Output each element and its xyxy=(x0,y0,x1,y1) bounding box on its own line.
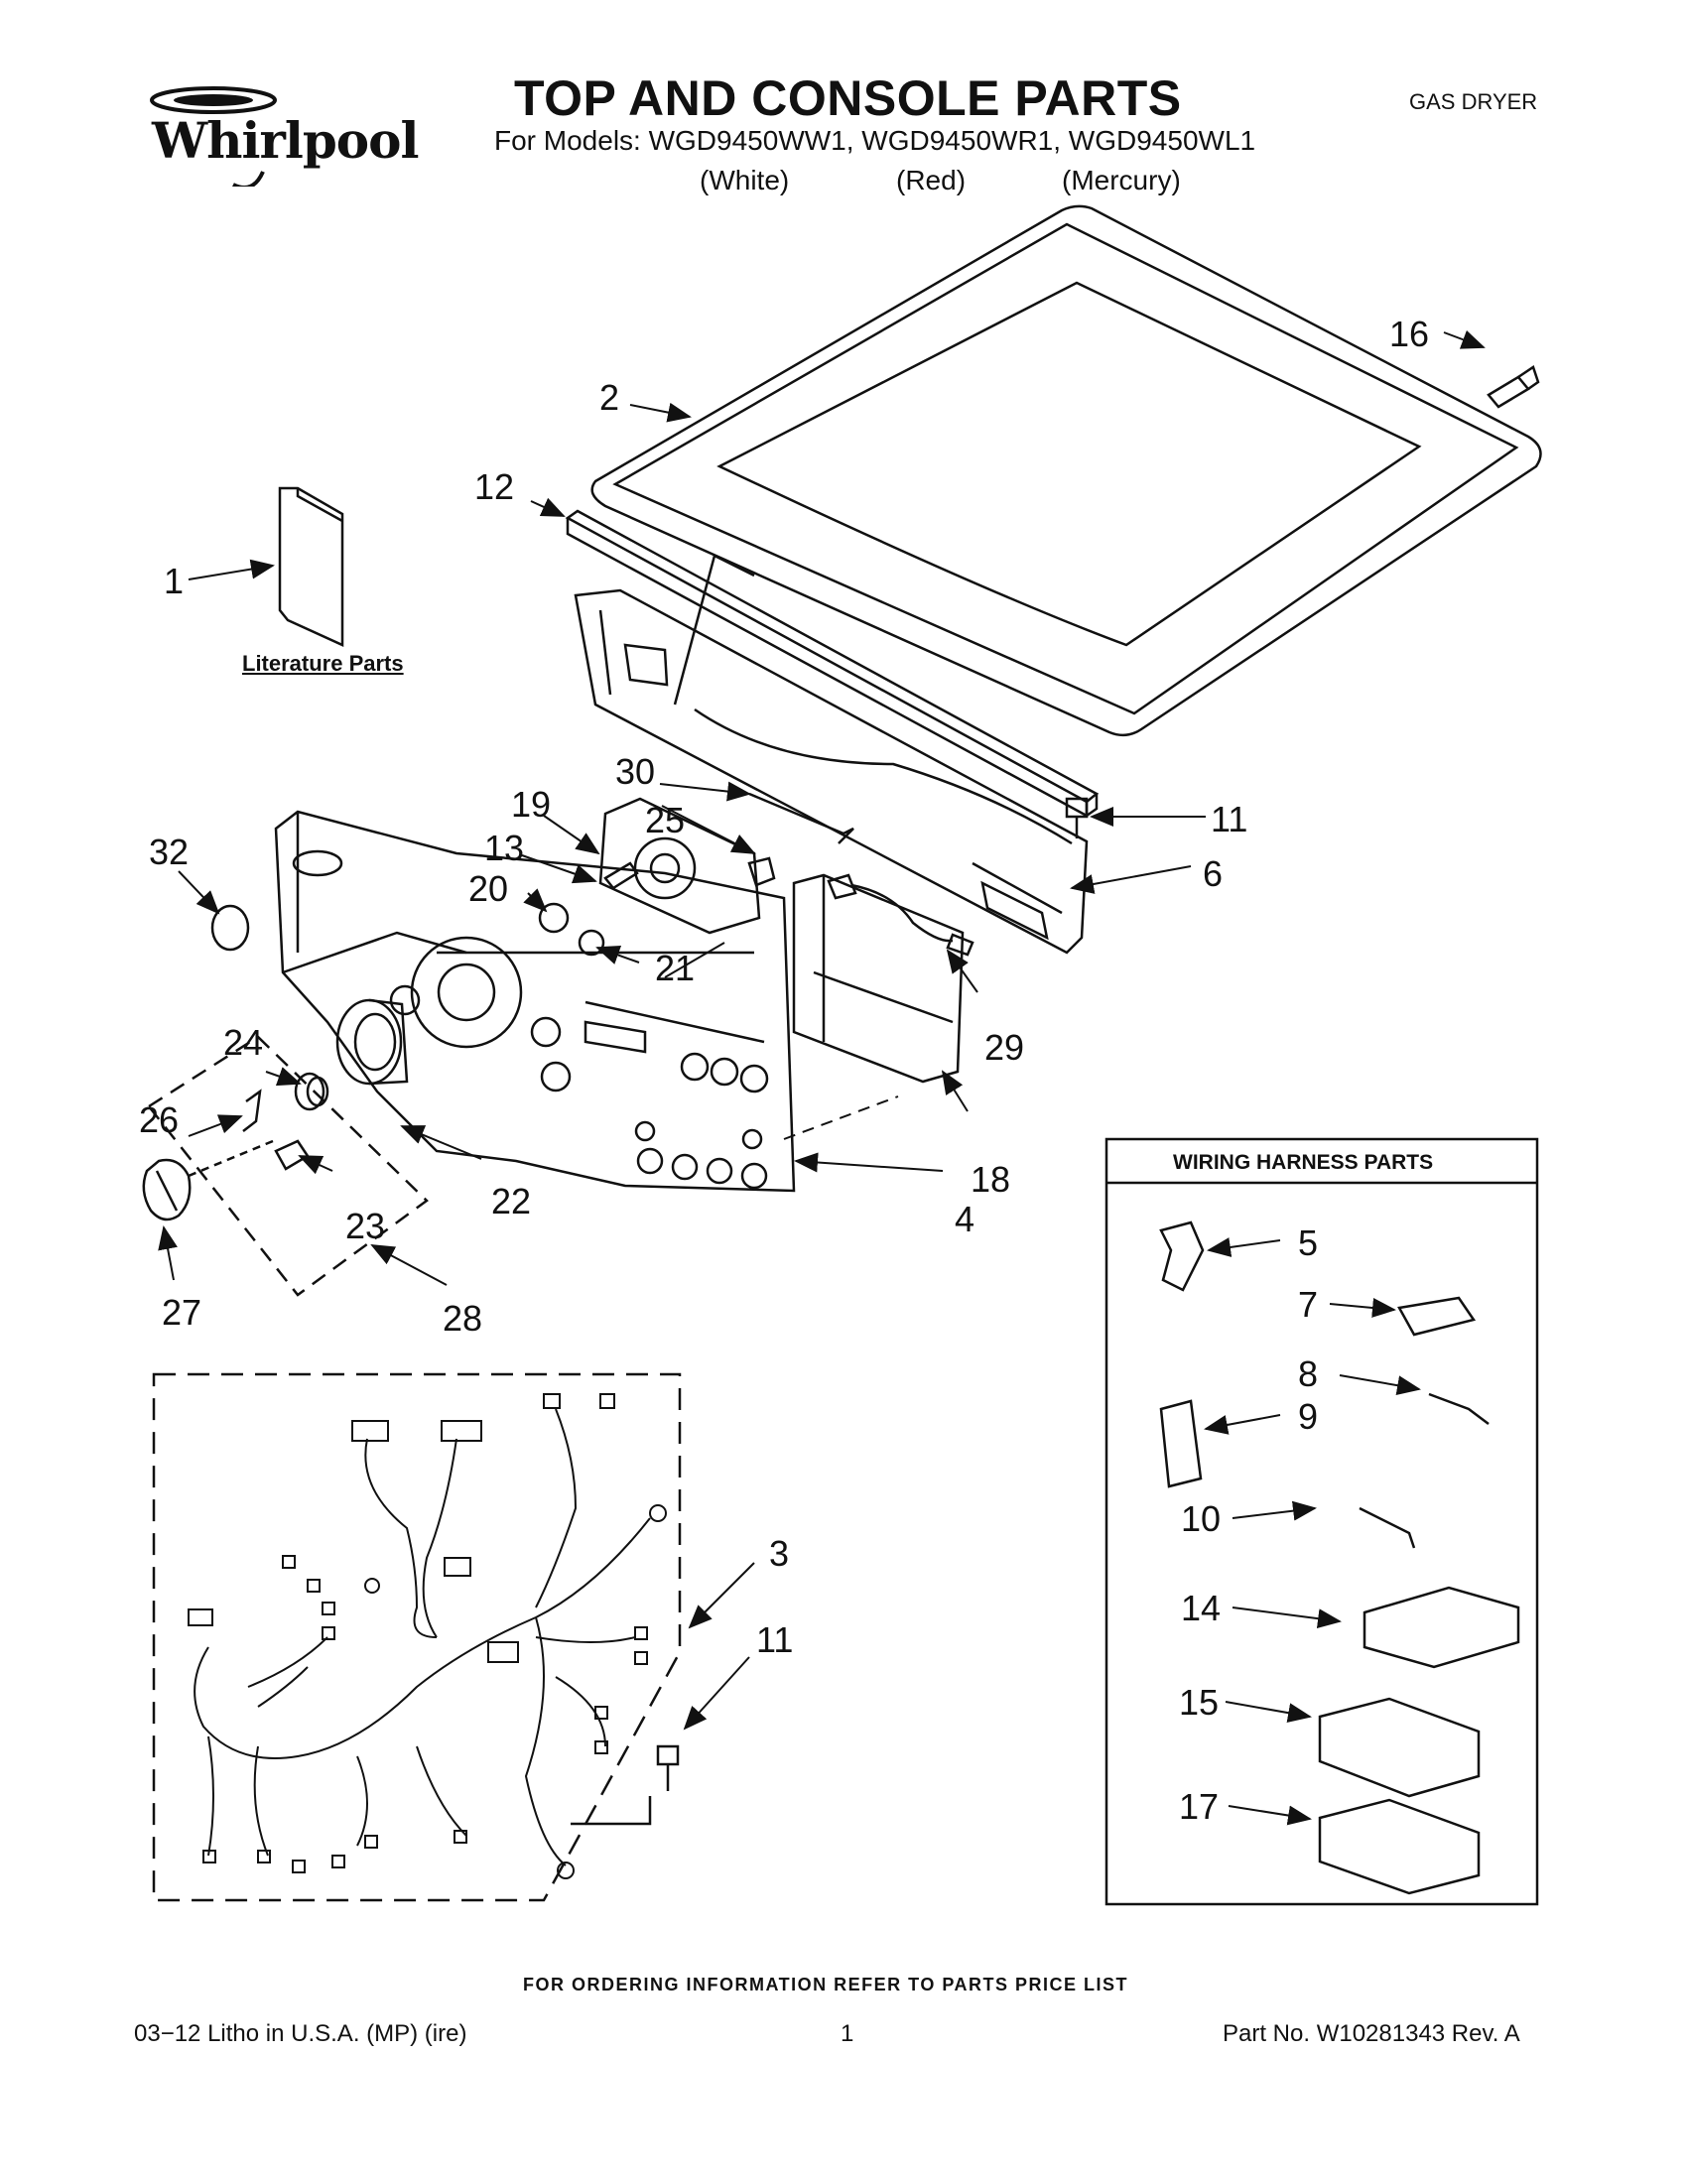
callout-23: 23 xyxy=(345,1206,386,1246)
ordering-note: FOR ORDERING INFORMATION REFER TO PARTS … xyxy=(523,1975,1129,1994)
callout-4: 4 xyxy=(955,1199,975,1239)
callout-11-lower: 11 xyxy=(756,1619,794,1660)
cable-part-30 xyxy=(748,792,854,844)
connector-part-9 xyxy=(1159,1399,1203,1488)
clip-part-5 xyxy=(1159,1220,1205,1292)
callout-13: 13 xyxy=(484,828,525,868)
callout-12: 12 xyxy=(474,466,515,507)
callout-2: 2 xyxy=(599,377,620,418)
console-part-4 xyxy=(274,810,796,1193)
lens-part-32 xyxy=(210,904,250,952)
callout-1: 1 xyxy=(164,561,185,601)
literature-part xyxy=(278,486,344,647)
screw-part-11-upper xyxy=(1065,797,1089,838)
knob-kit-outline-28 xyxy=(147,1035,429,1297)
callout-28: 28 xyxy=(443,1298,483,1339)
callout-22: 22 xyxy=(491,1181,532,1221)
callout-25: 25 xyxy=(645,800,686,840)
connector-part-15 xyxy=(1318,1697,1481,1798)
leader-21-line xyxy=(664,942,725,978)
callout-7: 7 xyxy=(1298,1284,1319,1325)
connector-part-14 xyxy=(1363,1586,1520,1669)
callout-11-upper: 11 xyxy=(1211,799,1248,839)
callout-26: 26 xyxy=(139,1099,180,1140)
callout-8: 8 xyxy=(1298,1353,1319,1394)
harness-outline-3 xyxy=(152,1372,682,1902)
page-number: 1 xyxy=(841,2020,854,2047)
literature-parts-label: Literature Parts xyxy=(242,651,404,676)
ui-board-part-18 xyxy=(792,873,965,1084)
switch-part-25 xyxy=(747,856,776,887)
part-20 xyxy=(538,902,570,934)
callout-15: 15 xyxy=(1179,1682,1220,1723)
callout-17: 17 xyxy=(1179,1786,1220,1827)
color-white: (White) xyxy=(700,165,790,195)
knob-bezel-part-22 xyxy=(335,998,409,1086)
knob-part-27 xyxy=(142,1139,274,1221)
top-panel-part xyxy=(590,204,1542,737)
main-harness-part-3 xyxy=(188,1393,667,1879)
part-13 xyxy=(603,861,639,890)
callout-29: 29 xyxy=(984,1027,1025,1068)
callout-30: 30 xyxy=(615,751,656,792)
color-mercury: (Mercury) xyxy=(1062,165,1181,195)
brand-name: Whirlpool xyxy=(152,111,419,170)
callout-27: 27 xyxy=(162,1292,202,1333)
part-number: Part No. W10281343 Rev. A xyxy=(1223,2020,1520,2047)
brand-logo: Whirlpool xyxy=(134,77,419,187)
logo-swoosh-icon xyxy=(150,86,277,187)
leader-arrows xyxy=(158,329,1486,1826)
part-24 xyxy=(294,1072,329,1111)
dashed-leader-18 xyxy=(783,1095,899,1140)
dryer-type: GAS DRYER xyxy=(1409,89,1538,114)
callout-18: 18 xyxy=(971,1159,1011,1200)
callout-32: 32 xyxy=(149,832,190,872)
connector-part-17 xyxy=(1318,1798,1481,1895)
callout-9: 9 xyxy=(1298,1396,1319,1437)
callout-10: 10 xyxy=(1181,1498,1222,1539)
callout-19: 19 xyxy=(511,784,552,825)
terminal-part-8 xyxy=(1428,1392,1490,1425)
page-title: TOP AND CONSOLE PARTS xyxy=(514,70,1182,126)
callout-24: 24 xyxy=(223,1022,264,1063)
screw-part-16 xyxy=(1487,365,1540,409)
part-21 xyxy=(578,929,605,957)
callout-14: 14 xyxy=(1181,1588,1222,1628)
connector-part-7 xyxy=(1397,1296,1477,1337)
spring-part-26 xyxy=(242,1089,262,1132)
screw-part-11-lower xyxy=(571,1744,680,1826)
color-red: (Red) xyxy=(896,165,967,195)
harness-box-title: WIRING HARNESS PARTS xyxy=(1173,1151,1434,1174)
callout-5: 5 xyxy=(1298,1222,1319,1263)
part-23 xyxy=(274,1139,310,1171)
callout-3: 3 xyxy=(769,1533,790,1574)
callout-16: 16 xyxy=(1389,314,1430,354)
models-line: For Models: WGD9450WW1, WGD9450WR1, WGD9… xyxy=(494,125,1256,156)
callout-6: 6 xyxy=(1203,853,1224,894)
console-bracket-part-6 xyxy=(574,554,1089,955)
harness-parts-box xyxy=(1104,1137,1539,1906)
terminal-part-10 xyxy=(1359,1506,1416,1549)
callout-20: 20 xyxy=(468,868,509,909)
callout-21: 21 xyxy=(655,948,696,988)
litho-note: 03−12 Litho in U.S.A. (MP) (ire) xyxy=(134,2020,467,2047)
